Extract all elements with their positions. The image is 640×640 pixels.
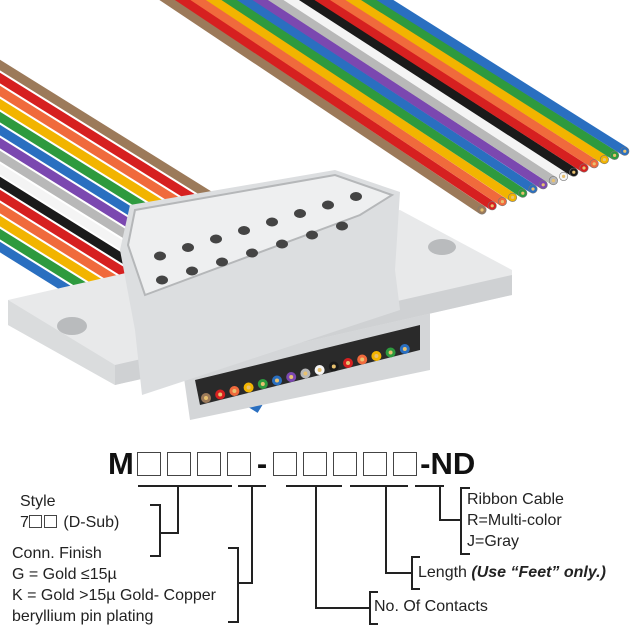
style-prefix: 7 bbox=[20, 514, 29, 531]
pin-hole bbox=[306, 230, 318, 240]
wire-conductor bbox=[388, 350, 393, 355]
wire-conductor bbox=[551, 179, 556, 183]
cable-option-j: J=Gray bbox=[467, 533, 520, 550]
wire-conductor bbox=[592, 162, 596, 166]
length-label: Length (Use “Feet” only.) bbox=[418, 562, 606, 583]
cable-option-r: R=Multi-color bbox=[467, 512, 562, 529]
wire-conductor bbox=[613, 153, 617, 157]
mounting-hole-right bbox=[428, 239, 456, 255]
part-number-format: M - -ND bbox=[108, 446, 475, 482]
mounting-hole-left bbox=[57, 317, 87, 335]
pin-hole bbox=[294, 209, 306, 218]
wire bbox=[360, 0, 618, 160]
finish-option-k-cont: beryllium pin plating bbox=[12, 608, 154, 625]
finish-option-k: K = Gold >15µ Gold- Copper bbox=[12, 587, 216, 604]
wire bbox=[190, 0, 505, 206]
part-separator: - bbox=[256, 446, 268, 481]
wire-conductor bbox=[246, 385, 251, 390]
pin-hole bbox=[266, 217, 278, 227]
placeholder-box bbox=[363, 452, 388, 476]
dsub-connector bbox=[8, 170, 512, 420]
cable-label: Ribbon Cable bbox=[467, 491, 564, 508]
placeholder-box bbox=[393, 452, 418, 476]
wire-conductor bbox=[331, 364, 336, 369]
pin-hole bbox=[336, 221, 348, 231]
placeholder-box bbox=[136, 452, 161, 476]
wire-conductor bbox=[623, 149, 627, 153]
length-note: (Use “Feet” only.) bbox=[471, 564, 606, 581]
wire bbox=[283, 0, 567, 181]
wire bbox=[205, 0, 516, 202]
placeholder-box bbox=[333, 452, 358, 476]
part-suffix: -ND bbox=[420, 446, 476, 481]
wire-conductor bbox=[260, 382, 265, 386]
wire-conductor bbox=[303, 371, 308, 376]
wire-conductor bbox=[531, 187, 535, 191]
wire-conductor bbox=[289, 375, 294, 379]
wire-conductor bbox=[374, 354, 379, 358]
style-label: Style bbox=[20, 493, 56, 510]
pin-hole bbox=[350, 192, 362, 201]
wire-conductor bbox=[360, 357, 365, 362]
wire bbox=[314, 0, 587, 172]
placeholder-box bbox=[303, 452, 328, 476]
part-prefix: M bbox=[108, 446, 134, 481]
placeholder-box bbox=[166, 452, 191, 476]
placeholder-box bbox=[273, 452, 298, 476]
pin-hole bbox=[246, 248, 258, 258]
wire-conductor bbox=[402, 347, 407, 351]
wire-conductor bbox=[500, 200, 504, 204]
finish-label: Conn. Finish bbox=[12, 545, 102, 562]
wire bbox=[236, 0, 536, 193]
wire-conductor bbox=[490, 204, 494, 208]
wire-conductor bbox=[541, 183, 545, 187]
pin-hole bbox=[186, 266, 198, 276]
wire bbox=[252, 0, 546, 189]
wire-conductor bbox=[346, 361, 350, 365]
pin-hole bbox=[216, 257, 228, 267]
cable-entry-wires bbox=[201, 344, 410, 403]
wire-conductor bbox=[232, 389, 237, 393]
wire bbox=[159, 0, 485, 214]
pin-hole bbox=[210, 234, 222, 244]
wire-conductor bbox=[218, 392, 223, 397]
length-title: Length bbox=[418, 564, 467, 581]
wire-conductor bbox=[480, 208, 484, 212]
wire bbox=[174, 0, 495, 210]
pin-hole bbox=[156, 275, 168, 285]
pin-hole bbox=[276, 239, 288, 249]
ribbon-cable-right bbox=[159, 0, 630, 215]
placeholder-box bbox=[226, 452, 251, 476]
wire bbox=[221, 0, 526, 197]
wire-conductor bbox=[572, 170, 576, 174]
wire bbox=[345, 0, 607, 164]
contacts-label: No. Of Contacts bbox=[374, 598, 488, 615]
wire-conductor bbox=[521, 191, 525, 195]
style-value: 7 (D-Sub) bbox=[20, 512, 119, 533]
pin-hole bbox=[322, 200, 334, 210]
placeholder-box bbox=[196, 452, 221, 476]
ribbon-cable-dsub-connector-image bbox=[0, 0, 630, 420]
wire-conductor bbox=[275, 378, 279, 383]
wire-conductor bbox=[602, 158, 607, 162]
pin-hole bbox=[238, 226, 250, 235]
wire bbox=[376, 0, 628, 156]
wire-conductor bbox=[562, 174, 566, 178]
wire bbox=[298, 0, 577, 176]
wire-conductor bbox=[204, 396, 208, 400]
wire-conductor bbox=[510, 195, 515, 199]
pin-hole bbox=[182, 243, 194, 252]
style-suffix: (D-Sub) bbox=[63, 514, 120, 531]
wire bbox=[267, 0, 556, 185]
wire bbox=[329, 0, 597, 168]
pin-holes bbox=[154, 192, 362, 285]
pin-hole bbox=[154, 251, 166, 261]
wire-conductor bbox=[582, 166, 586, 170]
wire-conductor bbox=[317, 368, 322, 372]
finish-option-g: G = Gold ≤15µ bbox=[12, 566, 117, 583]
